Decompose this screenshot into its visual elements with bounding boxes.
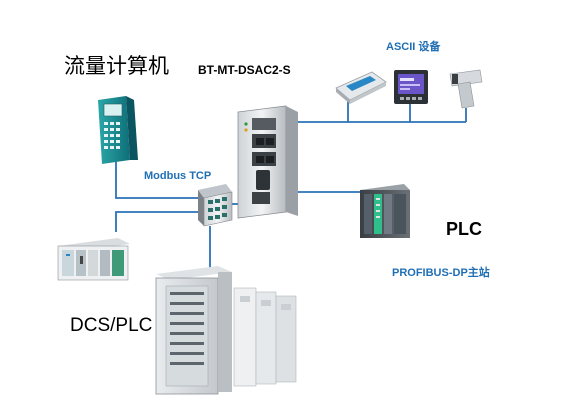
link-switch-dcs: [115, 211, 198, 232]
gateway-model-label: BT-MT-DSAC2-S: [198, 63, 291, 77]
profibus-master-label: PROFIBUS-DP主站: [392, 267, 490, 279]
cabinet-icon: [155, 266, 297, 395]
ascii-devices-label: ASCII 设备: [386, 41, 441, 53]
plc-rack-icon: [360, 184, 410, 238]
barcode-scanner-icon: [449, 69, 483, 109]
ethernet-switch-icon: [198, 184, 233, 227]
plc-label: PLC: [446, 219, 482, 239]
gateway-module-icon: [237, 105, 298, 219]
dcs-plc-modules-icon: [57, 238, 130, 281]
link-flowcomputer-switch: [115, 160, 198, 199]
scanner-icon: [335, 71, 387, 104]
flow-computer-label: 流量计算机: [64, 54, 169, 78]
display-meter-icon: [394, 70, 428, 104]
flow-computer-icon: [98, 96, 138, 164]
connection-lines: [115, 100, 467, 272]
modbus-tcp-label: Modbus TCP: [144, 170, 212, 182]
dcs-plc-label: DCS/PLC: [70, 315, 153, 336]
